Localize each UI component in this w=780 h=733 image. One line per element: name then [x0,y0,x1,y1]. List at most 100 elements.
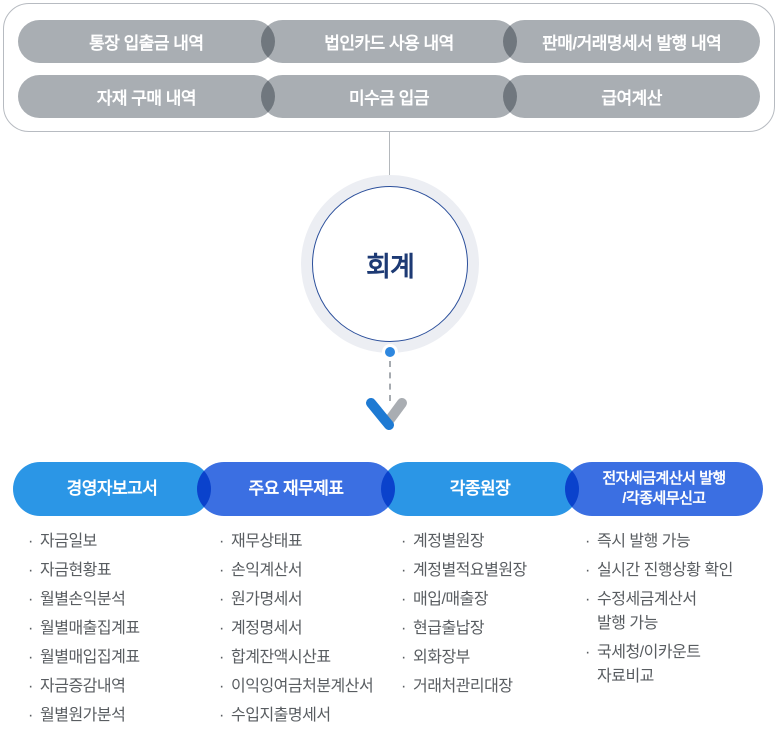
list-item-text: 즉시 발행 가능 [597,533,691,550]
list-item-text: 거래처관리대장 [413,678,513,695]
list-item-text: 원가명세서 [231,591,303,608]
list-item-text: 합계잔액시산표 [231,649,331,666]
input-pill: 판매/거래명세서 발행 내역 [503,20,761,63]
list-item: · 매입/매출장 [401,591,527,608]
list-item: ·손익계산서 [219,562,373,579]
list-bullet: · [401,533,406,550]
list-bullet: · [28,533,33,550]
list-item: · 월별원가분석 [28,707,140,724]
input-pill: 급여계산 [503,75,761,118]
list-item: · 재무상태표 [219,533,373,550]
list-item-text: 자금현황표 [40,562,112,579]
output-category-pill: 각종원장 [381,462,579,516]
list-item-text: 자금일보 [40,533,97,550]
list-bullet: · [585,533,590,550]
output-category-pill: 주요 재무제표 [197,462,395,516]
list-item-text: 계정명세서 [231,620,303,637]
list-item-text: 월별매출집계표 [40,620,140,637]
list-bullet: · [219,649,224,666]
list-bullet: · [219,707,224,724]
list-item-text: 계정별원장 [413,533,485,550]
list-item-text: 재무상태표 [231,533,303,550]
list-bullet: · [28,620,33,637]
list-bullet: · [401,620,406,637]
center-circle-inner: 회계 [312,186,468,342]
input-pill: 자재 구매 내역 [18,75,275,118]
list-bullet: · [28,707,33,724]
output-category-label: 주요 재무제표 [248,478,344,498]
input-pill: 통장 입출금 내역 [18,20,275,63]
list-item-text: 현급출납장 [413,620,485,637]
output-category-pill: 전자세금계산서 발행/각종세무신고 [565,462,763,516]
output-category-label: 경영자보고서 [66,478,158,498]
output-list-column: · 계정별원장 · 계정별적요별원장 · 매입/매출장 · 현급출납장 · 외화장부 · 거래처관리대… [401,533,527,707]
list-item: · 현급출납장 [401,620,527,637]
list-item-text: 월별손익분석 [40,591,126,608]
list-item: · 계정별원장 [401,533,527,550]
list-item: · 원가명세서 [219,591,373,608]
connector-dot [385,347,395,357]
list-item-text: 월별원가분석 [40,707,126,724]
dashed-connector-line [389,361,391,401]
list-bullet: · [28,562,33,579]
list-item: · 월별매입집계표 [28,649,140,666]
output-category-label: 전자세금계산서 발행 [602,469,726,487]
output-header-row: 경영자보고서 주요 재무제표 각종원장 전자세금계산서 발행/각종세무신고 [13,462,763,516]
list-bullet: · [28,649,33,666]
list-item: · 월별매출집계표 [28,620,140,637]
input-pill: 법인카드 사용 내역 [260,20,518,63]
list-bullet: · [401,649,406,666]
list-item: · 거래처관리대장 [401,678,527,695]
list-bullet: · [401,591,406,608]
list-bullet: · [585,562,590,579]
list-bullet: · [401,678,406,695]
list-item: · 합계잔액시산표 [219,649,373,666]
output-list-column: · 자금일보 · 자금현황표 · 월별손익분석 · 월별매출집계표 · 월별매입집계표 · 자금증감내… [28,533,140,733]
list-bullet: · [219,562,224,579]
center-circle: 회계 [301,175,479,353]
list-bullet: · [219,591,224,608]
list-item: · 자금현황표 [28,562,140,579]
output-category-pill: 경영자보고서 [13,462,211,516]
list-item: · 자금일보 [28,533,140,550]
list-bullet: · [585,591,590,608]
list-bullet: · [585,644,590,661]
list-bullet: · [219,533,224,550]
output-category-label: /각종세무신고 [622,490,706,507]
list-item-text: 실시간 진행상황 확인 [597,562,733,579]
list-item: · 실시간 진행상황 확인 [585,562,733,579]
input-pill: 미수금 입금 [260,75,518,118]
list-bullet: · [28,678,33,695]
list-item-text: 매입/매출장 [413,591,489,608]
list-item: · 계정별적요별원장 [401,562,527,579]
list-item: · 수입지출명세서 [219,707,373,724]
list-bullet: · [401,562,406,579]
down-chevron-icon [366,398,407,430]
list-item: · 외화장부 [401,649,527,666]
list-item-text: 이익잉여금처분계산서 [231,678,374,695]
list-item-text: 외화장부 [413,649,470,666]
list-item: · 이익잉여금처분계산서 [219,678,374,695]
output-category-label: 각종원장 [449,478,511,498]
list-item: · 계정명세서 [219,620,373,637]
list-bullet: · [219,678,224,695]
output-list-column: ·재무상태표·손익계산서·원가명세서·계정명세서·합계잔액시산표·이익잉여금처분… [219,533,374,733]
list-bullet: · [28,591,33,608]
list-bullet: · [219,620,224,637]
list-item-text: 계정별적요별원장 [413,562,527,579]
list-item: · 즉시 발행 가능 [585,533,733,550]
connector-line [389,132,390,176]
list-item-text: 수입지출명세서 [231,707,331,724]
list-item: · 월별손익분석 [28,591,140,608]
list-item-text: 자금증감내역 [40,678,126,695]
list-item-text: 월별매입집계표 [40,649,140,666]
list-item: · 자금증감내역 [28,678,140,695]
